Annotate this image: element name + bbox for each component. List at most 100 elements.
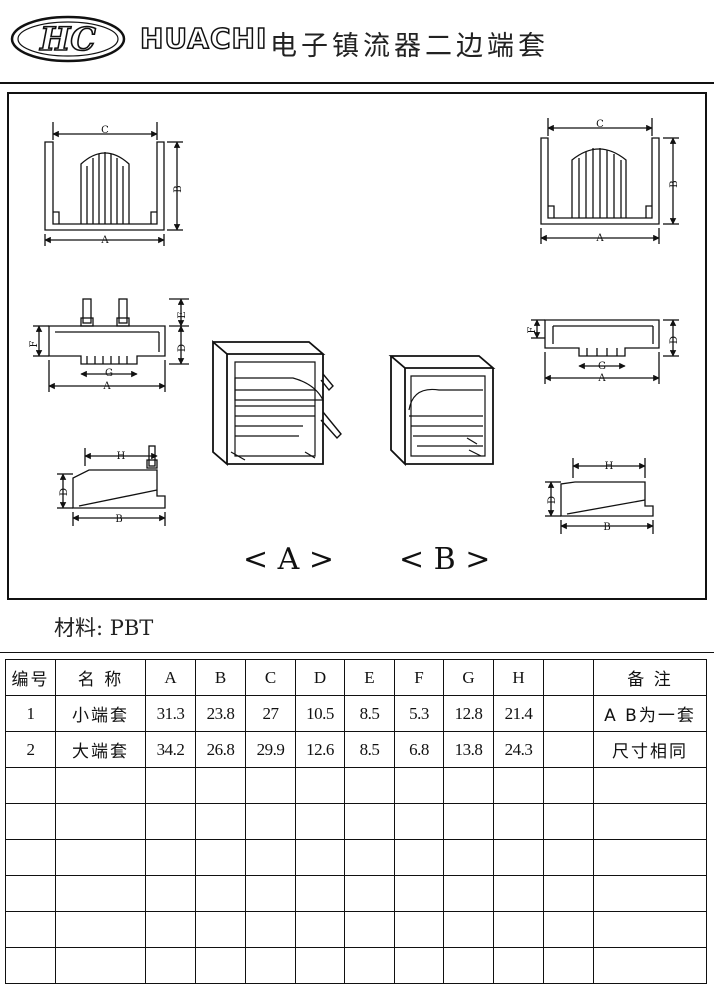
table-cell: 12.6 <box>295 731 345 768</box>
table-empty-cell <box>543 839 594 876</box>
table-empty-row <box>5 911 707 948</box>
dim-g-a: G <box>105 368 113 379</box>
table-empty-cell <box>543 947 594 984</box>
table-cell: 5.3 <box>394 695 444 732</box>
front-view-b <box>540 118 679 244</box>
table-empty-cell <box>394 767 444 804</box>
dim-g-b: G <box>598 361 606 372</box>
table-cell: 10.5 <box>295 695 345 732</box>
table-cell: 29.9 <box>245 731 296 768</box>
table-empty-cell <box>195 803 246 840</box>
table-empty-cell <box>295 767 345 804</box>
table-empty-cell <box>245 875 296 912</box>
table-header-cell: C <box>245 659 296 696</box>
dim-a-side-b: A <box>597 373 606 384</box>
table-header-cell <box>543 659 594 696</box>
table-empty-cell <box>443 947 494 984</box>
table-empty-cell <box>295 803 345 840</box>
table-empty-cell <box>394 947 444 984</box>
table-empty-cell <box>195 839 246 876</box>
table-header-cell: A <box>145 659 196 696</box>
table-header-cell: F <box>394 659 444 696</box>
table-empty-cell <box>394 803 444 840</box>
table-empty-cell <box>145 911 196 948</box>
wedge-view-a <box>57 445 166 526</box>
table-empty-cell <box>5 803 56 840</box>
header: HC HUACHI 电子镇流器二边端套 <box>0 0 714 84</box>
table-empty-cell <box>493 803 544 840</box>
table-cell: 大端套 <box>55 731 146 768</box>
table-header-cell: 备 注 <box>593 659 707 696</box>
table-cell: 27 <box>245 695 296 732</box>
dim-f-b: F <box>527 326 538 333</box>
dim-h-b: H <box>605 461 614 472</box>
table-empty-cell <box>344 875 395 912</box>
logo-text: HC <box>39 20 96 58</box>
table-empty-cell <box>394 839 444 876</box>
dim-d-wedge-a: D <box>59 488 70 496</box>
dim-c-a: C <box>101 125 109 136</box>
table-empty-cell <box>55 911 146 948</box>
material-rule <box>0 652 714 653</box>
table-empty-cell <box>5 767 56 804</box>
table-cell: 小端套 <box>55 695 146 732</box>
table-empty-cell <box>344 767 395 804</box>
dim-d-b: D <box>669 336 680 344</box>
table-cell: 23.8 <box>195 695 246 732</box>
table-cell: 8.5 <box>344 695 395 732</box>
dim-b-wedge-a: B <box>115 514 122 525</box>
table-empty-cell <box>245 947 296 984</box>
table-header-cell: E <box>344 659 395 696</box>
table-empty-cell <box>145 839 196 876</box>
table-empty-cell <box>593 947 707 984</box>
dim-d-a: D <box>177 344 188 352</box>
table-empty-cell <box>593 875 707 912</box>
table-empty-cell <box>5 911 56 948</box>
table-empty-cell <box>394 875 444 912</box>
table-empty-cell <box>493 947 544 984</box>
dim-b-wedge-b: B <box>603 522 610 533</box>
table-empty-row <box>5 947 707 984</box>
table-empty-cell <box>443 839 494 876</box>
table-empty-cell <box>55 839 146 876</box>
table-header-cell: B <box>195 659 246 696</box>
dim-e-a: E <box>177 311 188 318</box>
header-rule <box>0 82 714 84</box>
material-label: 材料: PBT <box>54 616 154 640</box>
table-empty-cell <box>195 947 246 984</box>
table-empty-cell <box>394 911 444 948</box>
table-empty-cell <box>543 767 594 804</box>
table-empty-cell <box>493 911 544 948</box>
table-empty-cell <box>145 947 196 984</box>
table-header-cell: 名 称 <box>55 659 146 696</box>
table-empty-cell <box>344 947 395 984</box>
table-empty-cell <box>443 875 494 912</box>
table-cell: 26.8 <box>195 731 246 768</box>
table-cell: 8.5 <box>344 731 395 768</box>
side-view-a <box>33 298 189 392</box>
table-empty-cell <box>245 767 296 804</box>
table-empty-row <box>5 875 707 912</box>
table-cell <box>543 731 594 768</box>
table-cell <box>543 695 594 732</box>
table-empty-cell <box>55 947 146 984</box>
table-empty-row <box>5 767 707 804</box>
table-empty-cell <box>344 839 395 876</box>
table-empty-cell <box>5 875 56 912</box>
variant-b-label: < B > <box>399 542 491 577</box>
dim-a-b: A <box>595 233 604 244</box>
table-empty-cell <box>593 839 707 876</box>
brand-name: HUACHI <box>139 21 268 56</box>
table-empty-cell <box>543 875 594 912</box>
table-empty-cell <box>5 839 56 876</box>
dim-b-a: B <box>173 185 184 192</box>
table-empty-cell <box>493 875 544 912</box>
dim-f-a: F <box>29 340 40 347</box>
table-empty-cell <box>245 803 296 840</box>
isometric-b <box>388 355 496 467</box>
table-empty-cell <box>593 803 707 840</box>
table-empty-cell <box>443 803 494 840</box>
